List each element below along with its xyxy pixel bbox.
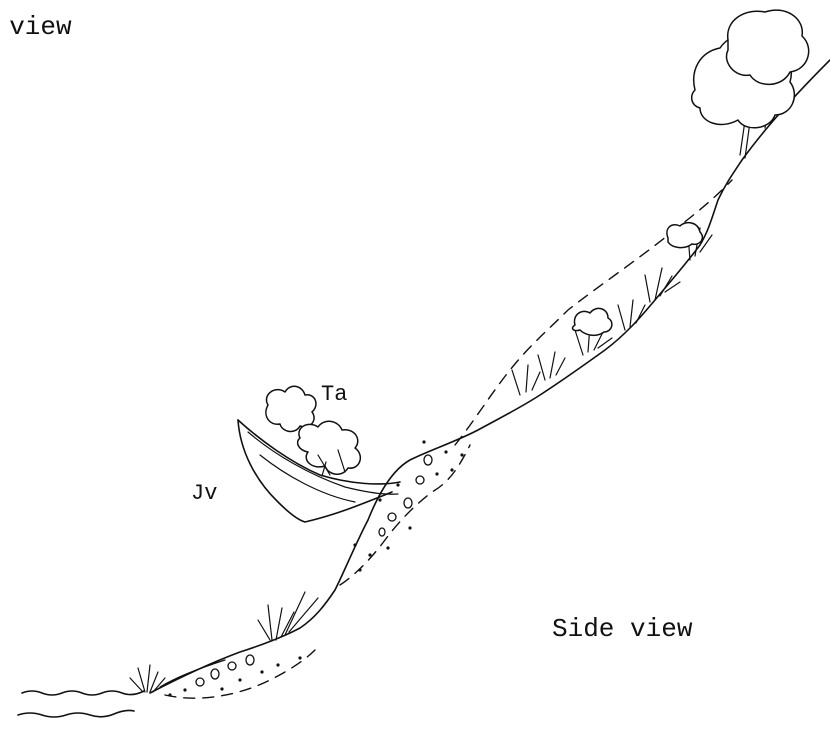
slope-shrubs	[573, 223, 703, 336]
ta-label: Ta	[321, 384, 347, 406]
top-trees	[692, 10, 809, 158]
jv-label: Jv	[191, 483, 217, 505]
water-lines	[18, 691, 144, 717]
ground-profile	[150, 60, 830, 693]
top-view-label: t view	[0, 14, 72, 40]
colluvium-upper-boundary	[340, 445, 470, 585]
colluvium-lower-fill	[168, 655, 301, 697]
side-view-label: Side view	[552, 616, 692, 642]
